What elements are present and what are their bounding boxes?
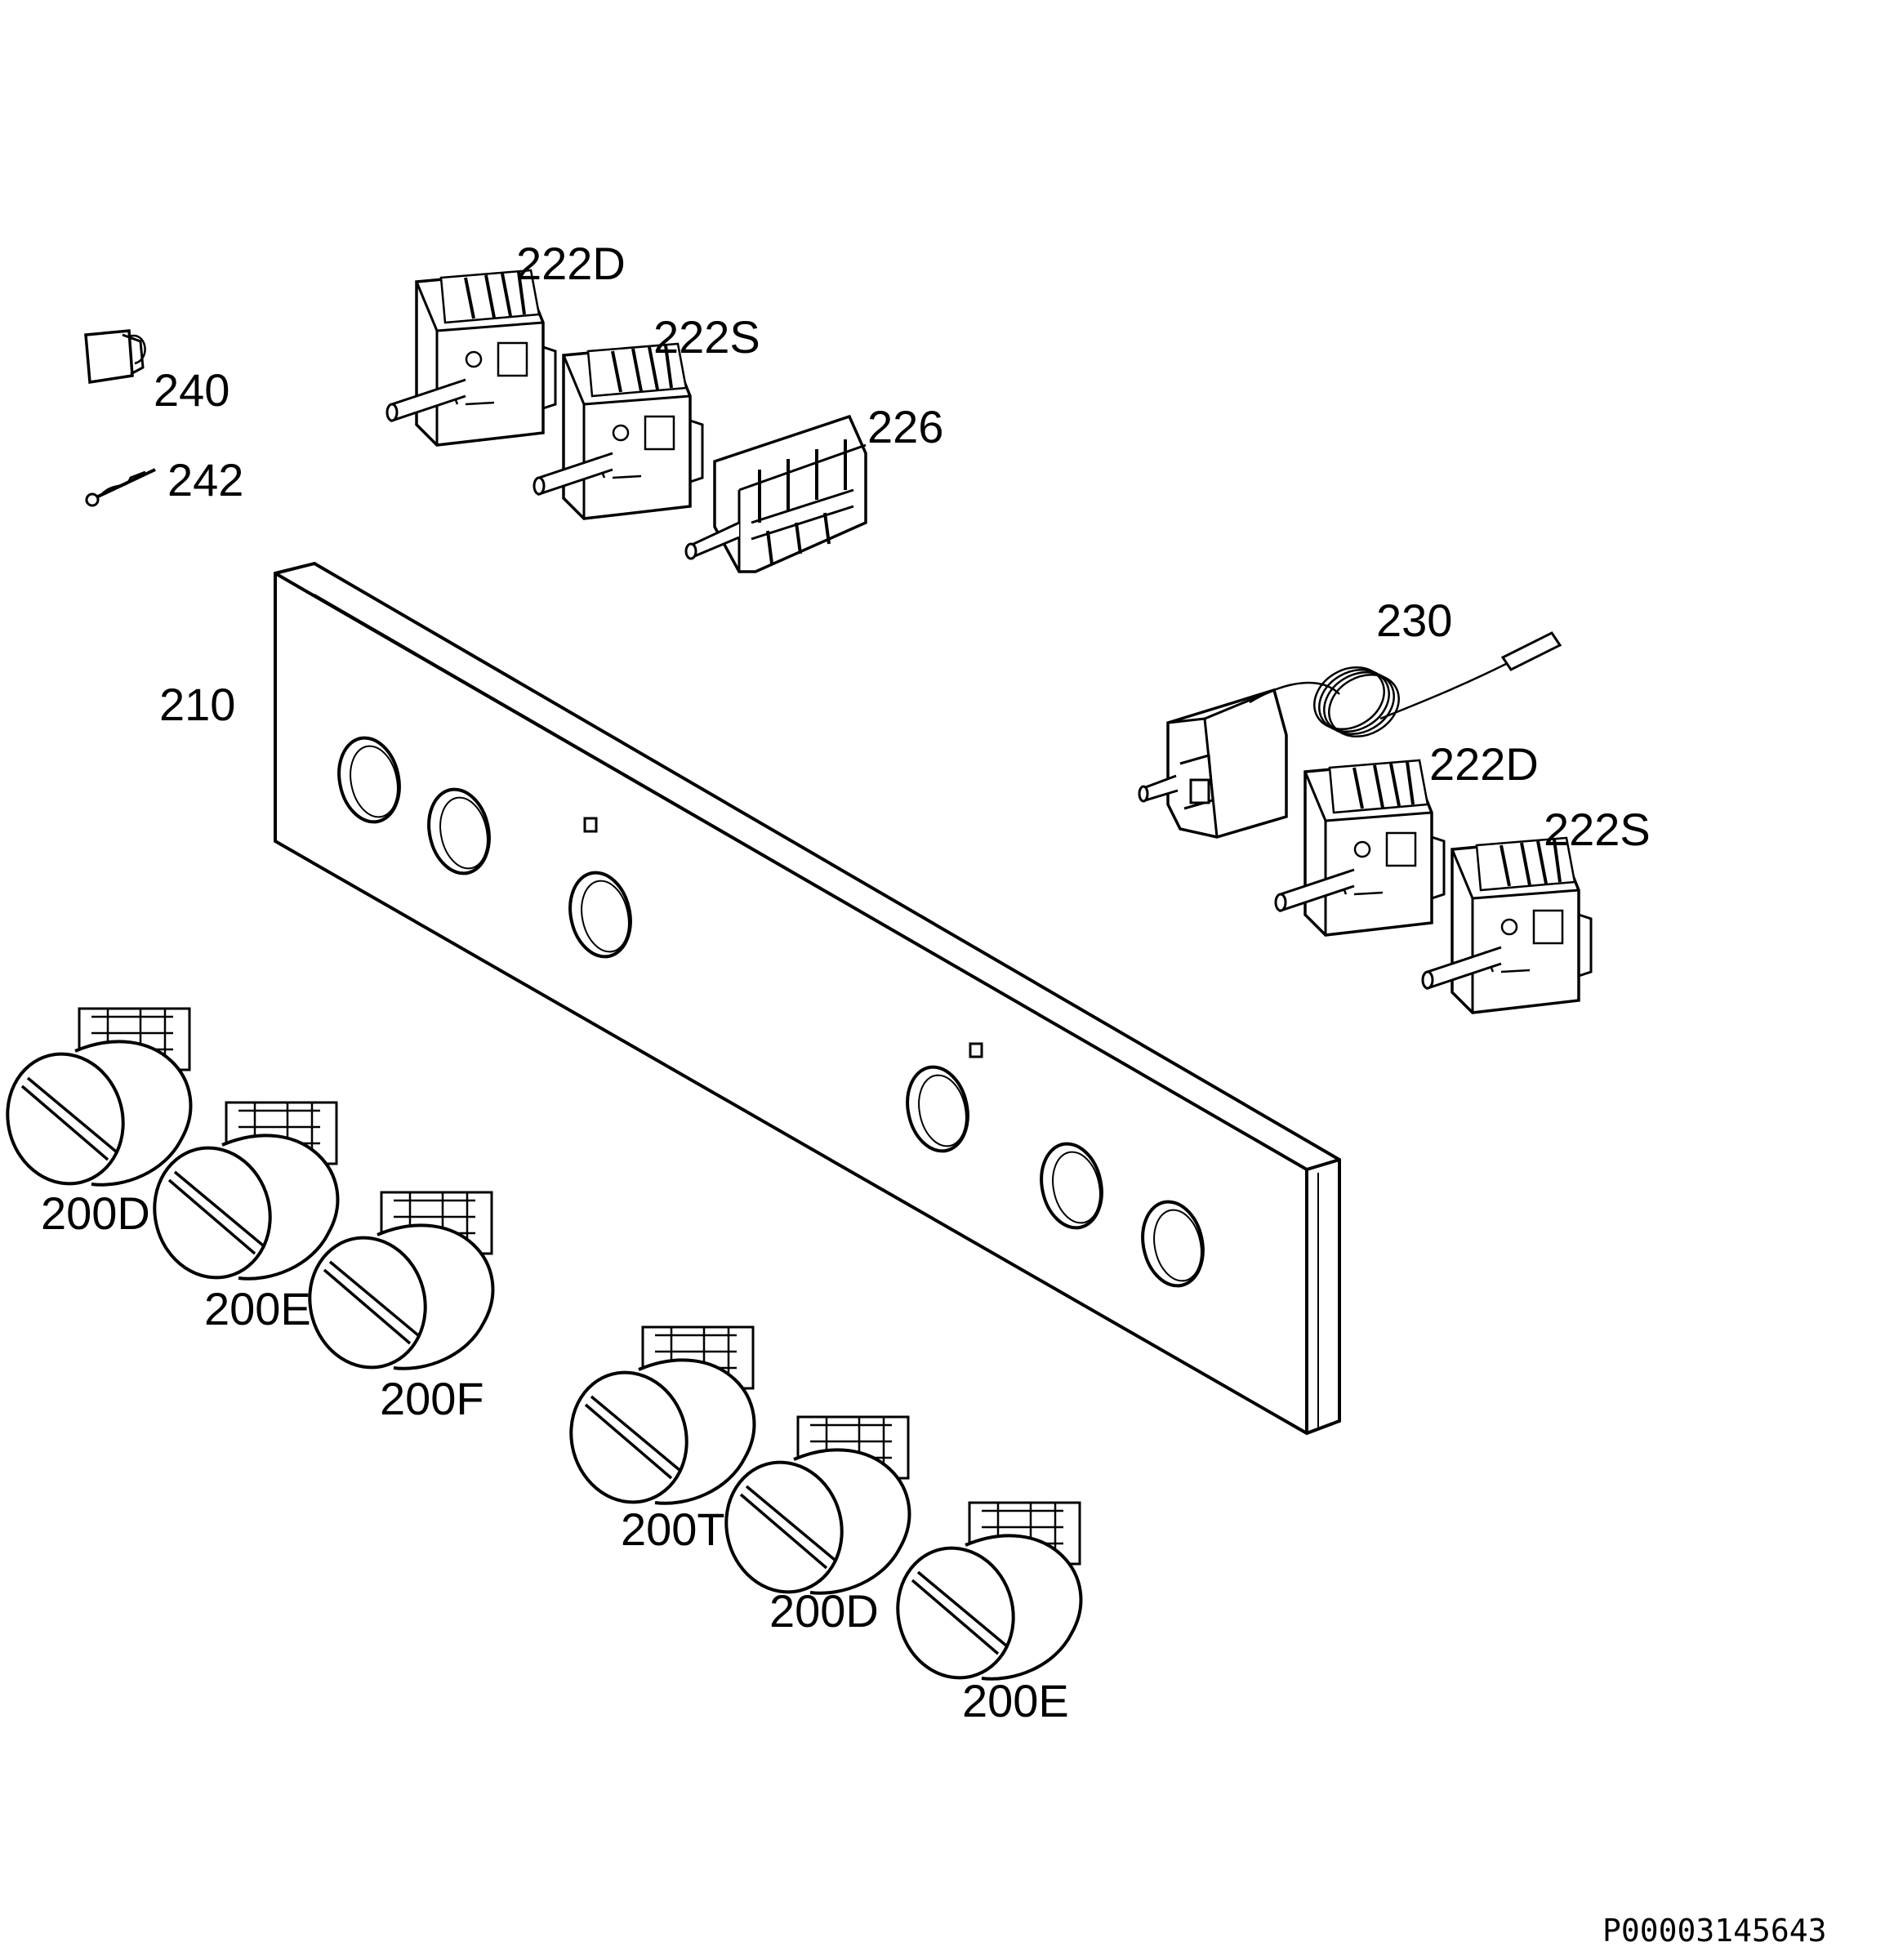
callout-222D-right: 222D [1429,738,1539,790]
callout-200T: 200T [621,1503,725,1555]
part-230-thermostat [1138,631,1562,839]
part-222D-top [385,269,557,447]
part-222D-right [1274,759,1446,937]
knob-200E-b [881,1501,1083,1693]
callout-226: 226 [867,401,944,452]
drawing-code: P00003145643 [1602,1913,1827,1949]
knob-200T [555,1325,756,1517]
part-242-pin [85,468,156,507]
callout-200E-b: 200E [962,1675,1069,1726]
callout-200E-a: 200E [204,1283,311,1334]
callout-242: 242 [167,454,244,506]
callout-200F: 200F [380,1373,484,1424]
part-222S-right [1421,836,1593,1014]
callout-200D-b: 200D [769,1585,879,1637]
part-226-switch [684,414,867,573]
knob-200D-a [0,1007,193,1199]
callout-222D-top: 222D [516,238,626,289]
callout-240: 240 [154,364,230,416]
part-240-button [84,329,146,385]
callout-230: 230 [1376,595,1453,646]
callout-200D-a: 200D [41,1187,150,1239]
part-222S-top [533,342,704,520]
callout-210: 210 [159,679,236,730]
callout-222S-top: 222S [653,311,760,363]
callout-222S-right: 222S [1544,804,1651,855]
part-210-panel [274,561,1341,1436]
